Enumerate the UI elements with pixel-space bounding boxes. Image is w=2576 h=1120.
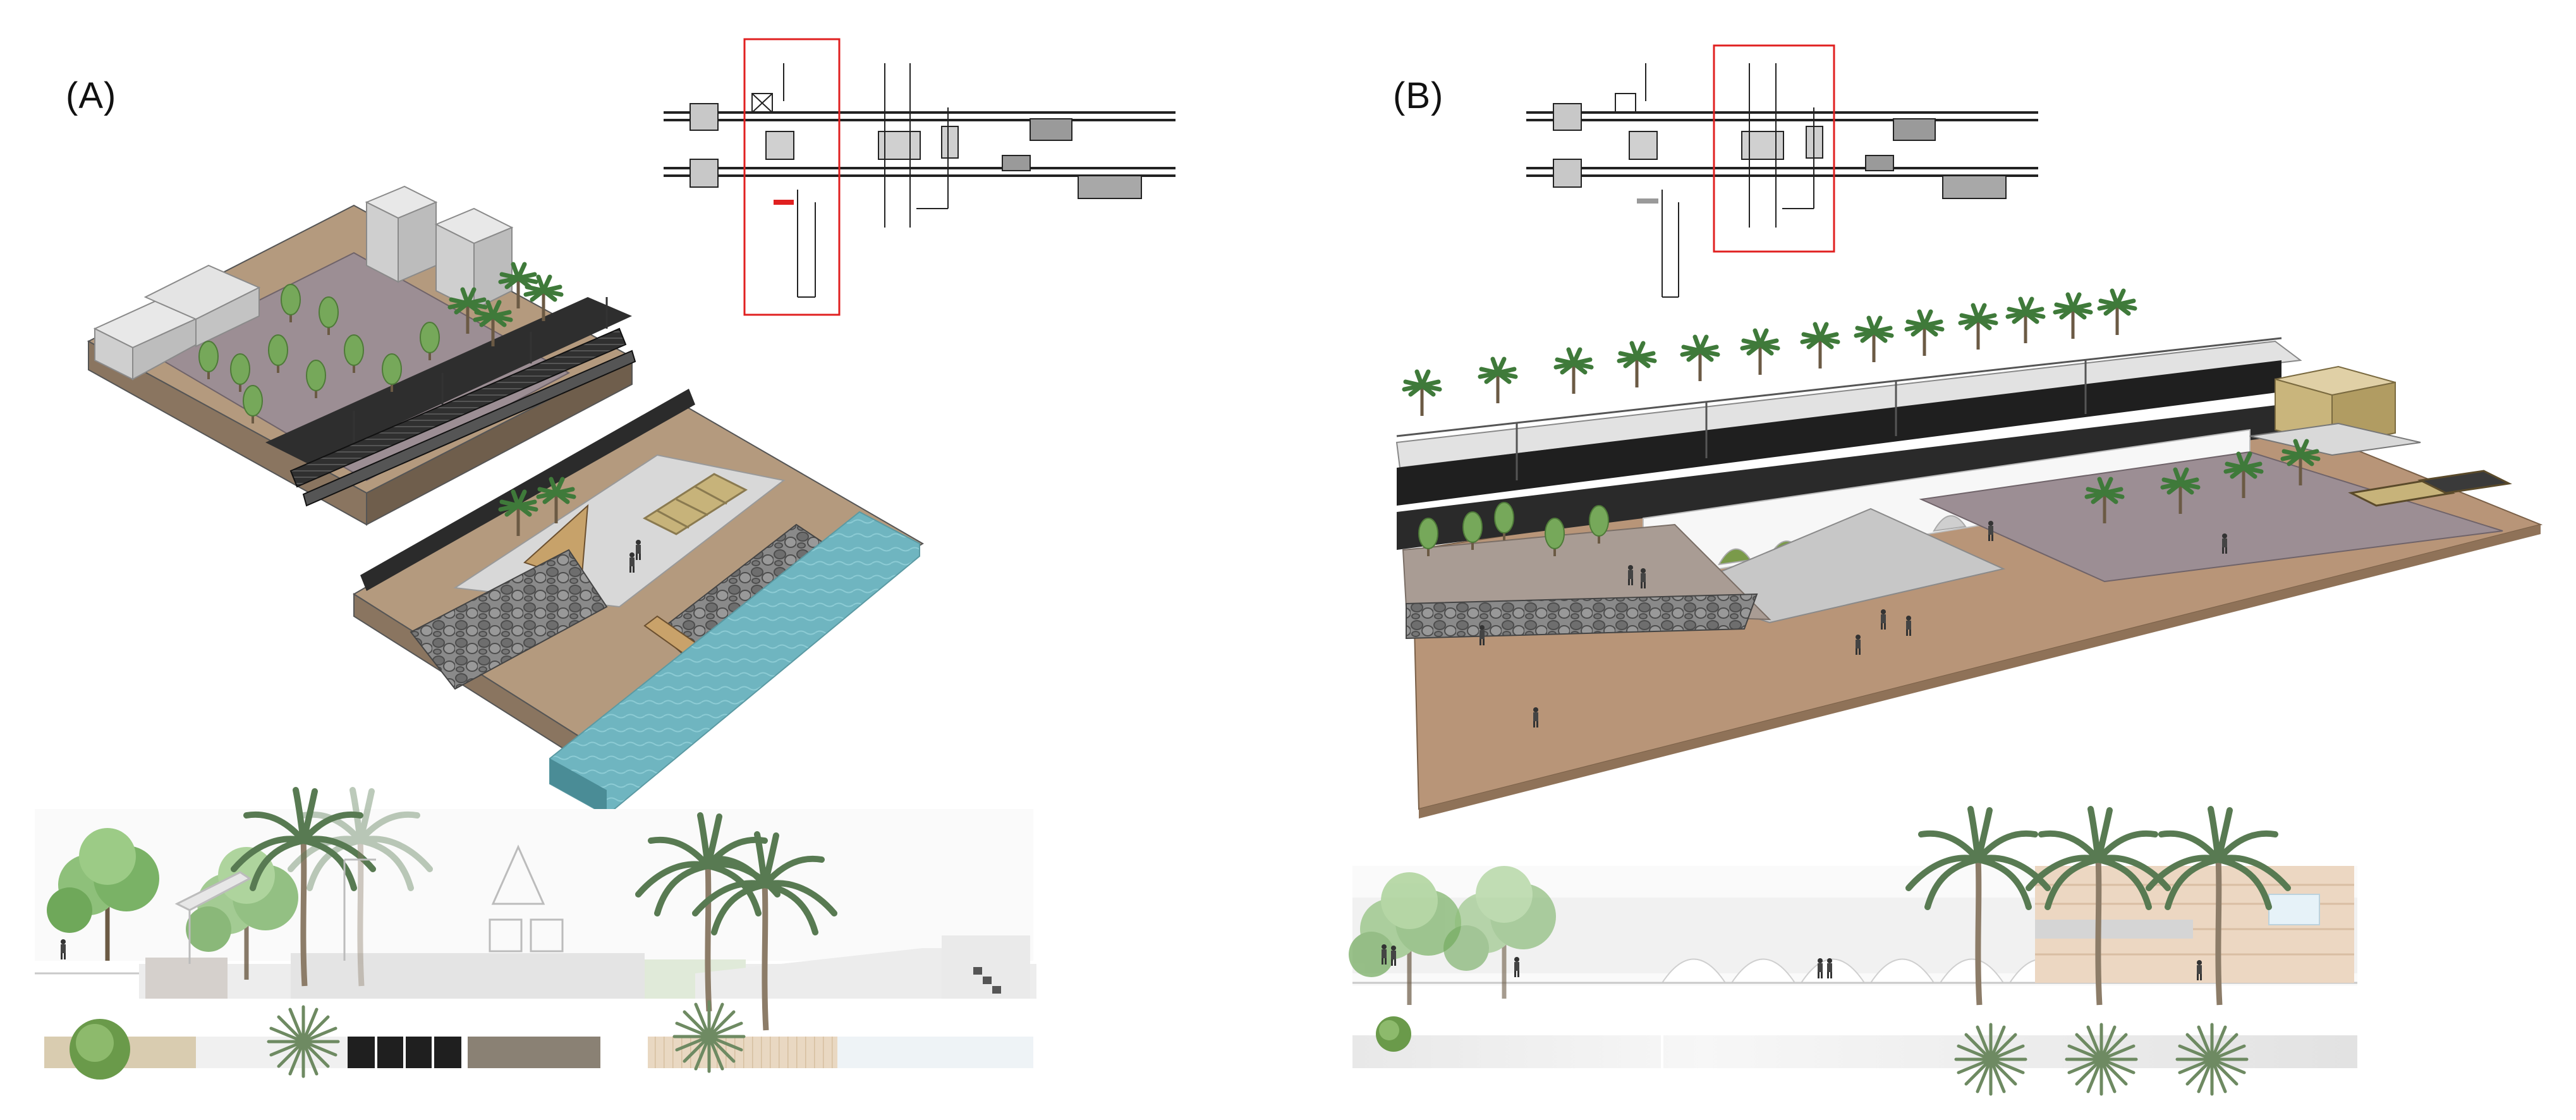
panel-label-b: (B) [1393, 75, 1444, 116]
axo-a-rock-breakwater [410, 549, 608, 690]
axo-a-pergola [642, 473, 748, 535]
key-plan-b [1526, 63, 2038, 298]
axo-b-pavilion [2249, 365, 2421, 456]
axo-b-rock-edge [1406, 593, 1758, 640]
key-plan-a-highlight-frame [743, 38, 841, 316]
key-plan-b-highlight-frame [1713, 44, 1835, 253]
axonometric-b [1395, 291, 2543, 819]
axo-b-railway [1397, 360, 2281, 506]
section-elevation-b [1349, 809, 2357, 1005]
section-elevation-a [35, 790, 1036, 1030]
axo-b-pergolas [2348, 470, 2512, 507]
plan-strip-b [1352, 1016, 2357, 1094]
axonometric-a [87, 185, 924, 817]
axo-a-platform [265, 297, 632, 465]
axo-a-buildings [93, 185, 514, 380]
axo-a-catenary [353, 297, 608, 442]
axo-b-plaza [1919, 451, 2503, 583]
key-plan-a [664, 63, 1176, 298]
key-plan-a-location-marker [774, 200, 794, 205]
plan-strip-a [44, 1002, 1033, 1080]
panel-label-a: (A) [66, 75, 117, 116]
